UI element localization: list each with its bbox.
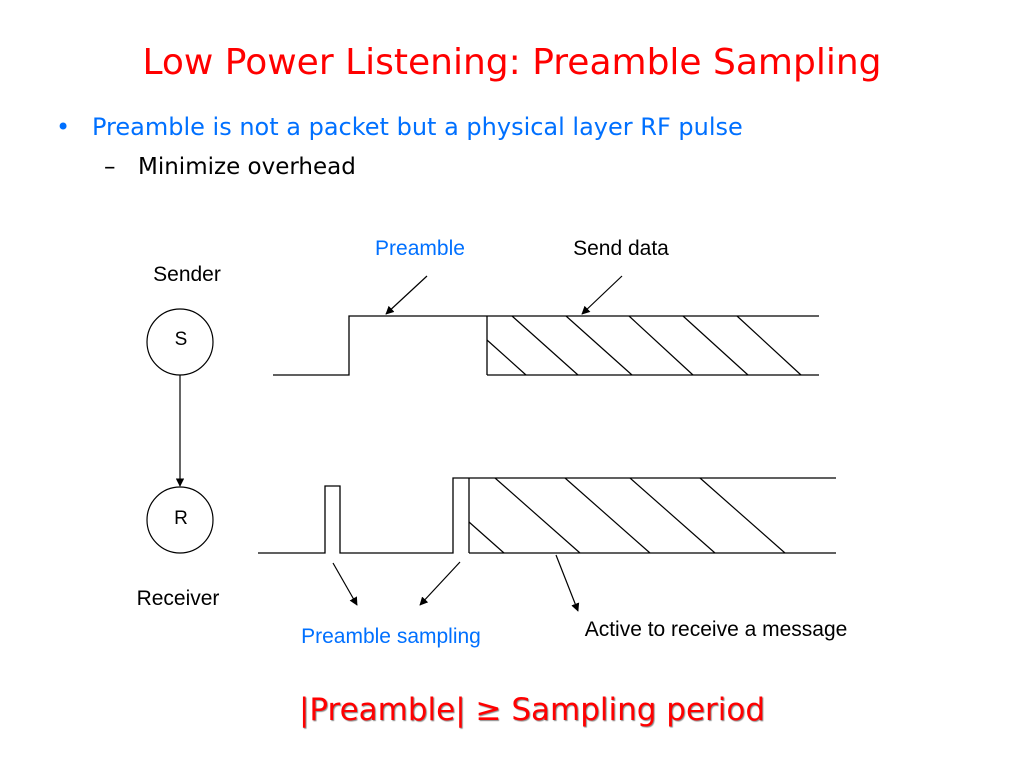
- preamble-sampling-label: Preamble sampling: [301, 625, 481, 648]
- preamble-label: Preamble: [375, 237, 465, 260]
- preamble-arrow: [385, 275, 428, 315]
- preamble-condition: |Preamble| ≥ Sampling period: [298, 692, 766, 728]
- receiver-waveform: [258, 477, 836, 554]
- send-data-arrow: [581, 275, 623, 315]
- receiver-label: Receiver: [137, 587, 220, 610]
- active-label: Active to receive a message: [585, 618, 848, 641]
- sender-waveform: [273, 315, 819, 376]
- send-data-label: Send data: [573, 237, 669, 260]
- sub-bullet-marker: –: [104, 154, 116, 180]
- receiver-node-label: R: [174, 508, 188, 529]
- sender-node-label: S: [175, 329, 188, 350]
- receiver-node: [146, 486, 214, 554]
- bullet-text: Preamble is not a packet but a physical …: [92, 113, 743, 141]
- slide-title: Low Power Listening: Preamble Sampling: [142, 42, 882, 83]
- active-arrow: [555, 554, 580, 612]
- receiver-active-hatching: [468, 477, 786, 554]
- sender-label: Sender: [153, 263, 221, 286]
- sub-bullet-text: Minimize overhead: [138, 154, 356, 180]
- sender-data-hatching: [486, 315, 802, 376]
- sampling-arrow-right: [419, 561, 461, 606]
- bullet-marker: •: [56, 113, 71, 141]
- sampling-arrow-left: [332, 562, 358, 606]
